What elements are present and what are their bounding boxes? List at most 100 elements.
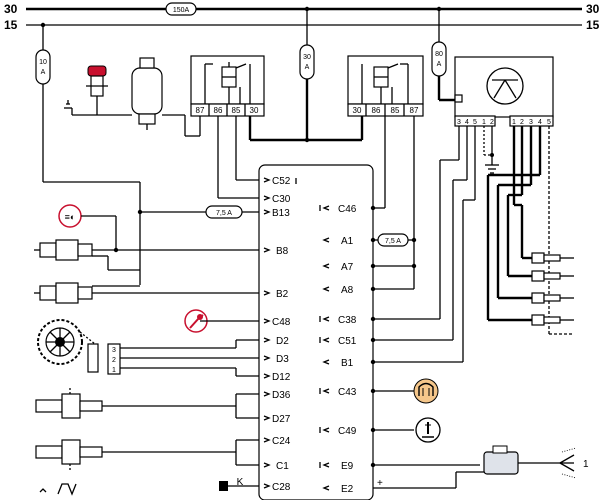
ecu-pin-b8: B8 bbox=[276, 246, 289, 257]
k-label: K bbox=[237, 477, 244, 488]
sensor-pin-2: 2 bbox=[112, 357, 116, 364]
speed-sensor-icon bbox=[35, 439, 103, 465]
glow-plug-wires bbox=[486, 126, 572, 335]
relay-right-pin-86: 86 bbox=[372, 106, 381, 115]
injector-number-label: 1 bbox=[583, 459, 589, 470]
fuse-7-5a-right-label: 7,5 A bbox=[385, 238, 401, 245]
knock-sensor-1-icon bbox=[35, 393, 103, 419]
injector-icon bbox=[483, 445, 577, 479]
ecu-pin-b2: B2 bbox=[276, 289, 289, 300]
glow-plug-4-icon bbox=[531, 314, 574, 326]
fuse-30a: 30 A bbox=[299, 44, 315, 80]
ecu-pin-b13: B13 bbox=[272, 208, 290, 219]
bus-30: 30 30 bbox=[4, 2, 600, 16]
ecu-pin-e9: E9 bbox=[341, 461, 354, 472]
ecu-pin-c38: C38 bbox=[338, 315, 357, 326]
ecu-pin-b1: B1 bbox=[341, 358, 354, 369]
fuse-7-5a-left-label: 7,5 A bbox=[216, 210, 232, 217]
glow-out-pin-5: 5 bbox=[547, 119, 551, 126]
glow-out-pin-1: 1 bbox=[512, 119, 516, 126]
fuse-30a-label-a: 30 bbox=[303, 54, 311, 61]
temperature-sensor-2-icon bbox=[34, 282, 93, 304]
sensor-pin-1: 1 bbox=[112, 367, 116, 374]
glow-plug-2-icon bbox=[531, 270, 574, 282]
ecu-pin-c48: C48 bbox=[272, 317, 291, 328]
glow-pin-5: 5 bbox=[473, 119, 477, 126]
ecu-pin-c51: C51 bbox=[338, 336, 357, 347]
engine-temp-warning-icon bbox=[415, 417, 441, 443]
ecu-pin-a1: A1 bbox=[341, 236, 354, 247]
ecu-pin-d27: D27 bbox=[272, 414, 291, 425]
heater-indicator-glyph: ≡◐ bbox=[65, 212, 76, 222]
waveform-icon bbox=[39, 483, 77, 496]
glow-pin-2: 2 bbox=[490, 119, 494, 126]
ecu-pin-c43: C43 bbox=[338, 387, 357, 398]
ecu-pin-d36: D36 bbox=[272, 390, 291, 401]
fuse-30a-label-b: A bbox=[305, 64, 310, 71]
ecu-right-pins: C46 A1 A7 A8 C38 C51 B1 C43 C49 E9 E2 bbox=[338, 204, 357, 495]
ground-icon bbox=[485, 164, 499, 174]
ecu-pin-c1: C1 bbox=[276, 461, 289, 472]
bus-15: 15 15 bbox=[4, 18, 600, 32]
relay-right-pin-87: 87 bbox=[410, 106, 419, 115]
relay-left-pin-85: 85 bbox=[232, 106, 241, 115]
ecu-pin-c24: C24 bbox=[272, 436, 291, 447]
ecu-pin-d2: D2 bbox=[276, 336, 289, 347]
fuse-80a-label-a: 80 bbox=[435, 51, 443, 58]
ecu-pin-a7: A7 bbox=[341, 262, 354, 273]
glow-control-unit bbox=[454, 56, 554, 127]
relay-left: 87 86 85 30 bbox=[190, 55, 265, 117]
fuse-7-5a-left: 7,5 A bbox=[205, 205, 243, 219]
ecu-pin-c52: C52 bbox=[272, 176, 291, 187]
relay-right-pin-85: 85 bbox=[391, 106, 400, 115]
glow-plug-warning-icon bbox=[413, 378, 439, 404]
glow-pin-4: 4 bbox=[465, 119, 469, 126]
fuse-10a-label-b: A bbox=[41, 69, 46, 76]
ecu-pin-c46: C46 bbox=[338, 204, 357, 215]
bus-30-label-right: 30 bbox=[586, 2, 600, 16]
sensor-pin-3: 3 bbox=[112, 347, 116, 354]
relay-left-pin-87: 87 bbox=[196, 106, 205, 115]
ecu-unit bbox=[258, 164, 374, 500]
ecu-pin-d3: D3 bbox=[276, 354, 289, 365]
ecu-pin-c30: C30 bbox=[272, 194, 291, 205]
relay-left-pin-86: 86 bbox=[214, 106, 223, 115]
glow-pin-1: 1 bbox=[482, 119, 486, 126]
ecu-left-arrows bbox=[263, 177, 297, 489]
relay-right-pin-30: 30 bbox=[353, 106, 362, 115]
ecu-pin-c49: C49 bbox=[338, 426, 357, 437]
ecu-pin-e2: E2 bbox=[341, 484, 354, 495]
ecu-pin-c28: C28 bbox=[272, 482, 291, 493]
heater-indicator-icon: ≡◐ bbox=[58, 204, 82, 228]
ecu-right-arrows bbox=[319, 205, 330, 491]
relay-left-pin-30: 30 bbox=[250, 106, 259, 115]
glow-out-pin-3: 3 bbox=[529, 119, 533, 126]
glow-plug-3-icon bbox=[531, 292, 574, 304]
glow-out-pin-2: 2 bbox=[520, 119, 524, 126]
relay-right: 30 86 85 87 bbox=[347, 55, 424, 117]
fuse-150a: 150A bbox=[165, 2, 197, 16]
glow-plug-1-icon bbox=[531, 252, 574, 264]
plus-label: + bbox=[377, 478, 383, 489]
ecu-pin-d12: D12 bbox=[272, 372, 291, 383]
glow-pin-3: 3 bbox=[457, 119, 461, 126]
ecu-pin-a8: A8 bbox=[341, 285, 354, 296]
fuse-80a-label-b: A bbox=[437, 61, 442, 68]
fuel-filter-heater-icon bbox=[131, 57, 163, 130]
fuse-150a-label: 150A bbox=[173, 7, 190, 14]
bus-15-label-left: 15 bbox=[4, 18, 18, 32]
fuse-10a: 10 A bbox=[35, 49, 51, 85]
bus-30-label-left: 30 bbox=[4, 2, 18, 16]
pressure-switch-icon bbox=[86, 65, 108, 115]
fuse-7-5a-right: 7,5 A bbox=[377, 233, 409, 247]
temperature-sensor-1-icon bbox=[34, 239, 93, 261]
bus-15-label-right: 15 bbox=[586, 18, 600, 32]
glow-out-pin-4: 4 bbox=[538, 119, 542, 126]
fuse-10a-label-a: 10 bbox=[39, 59, 47, 66]
crank-sensor-connector: 3 2 1 bbox=[87, 343, 121, 375]
fuse-80a: 80 A bbox=[431, 41, 447, 77]
k-relay-icon: K bbox=[219, 477, 244, 491]
ground-icon-left bbox=[64, 100, 72, 109]
crank-sensor-wheel-icon bbox=[37, 319, 83, 365]
